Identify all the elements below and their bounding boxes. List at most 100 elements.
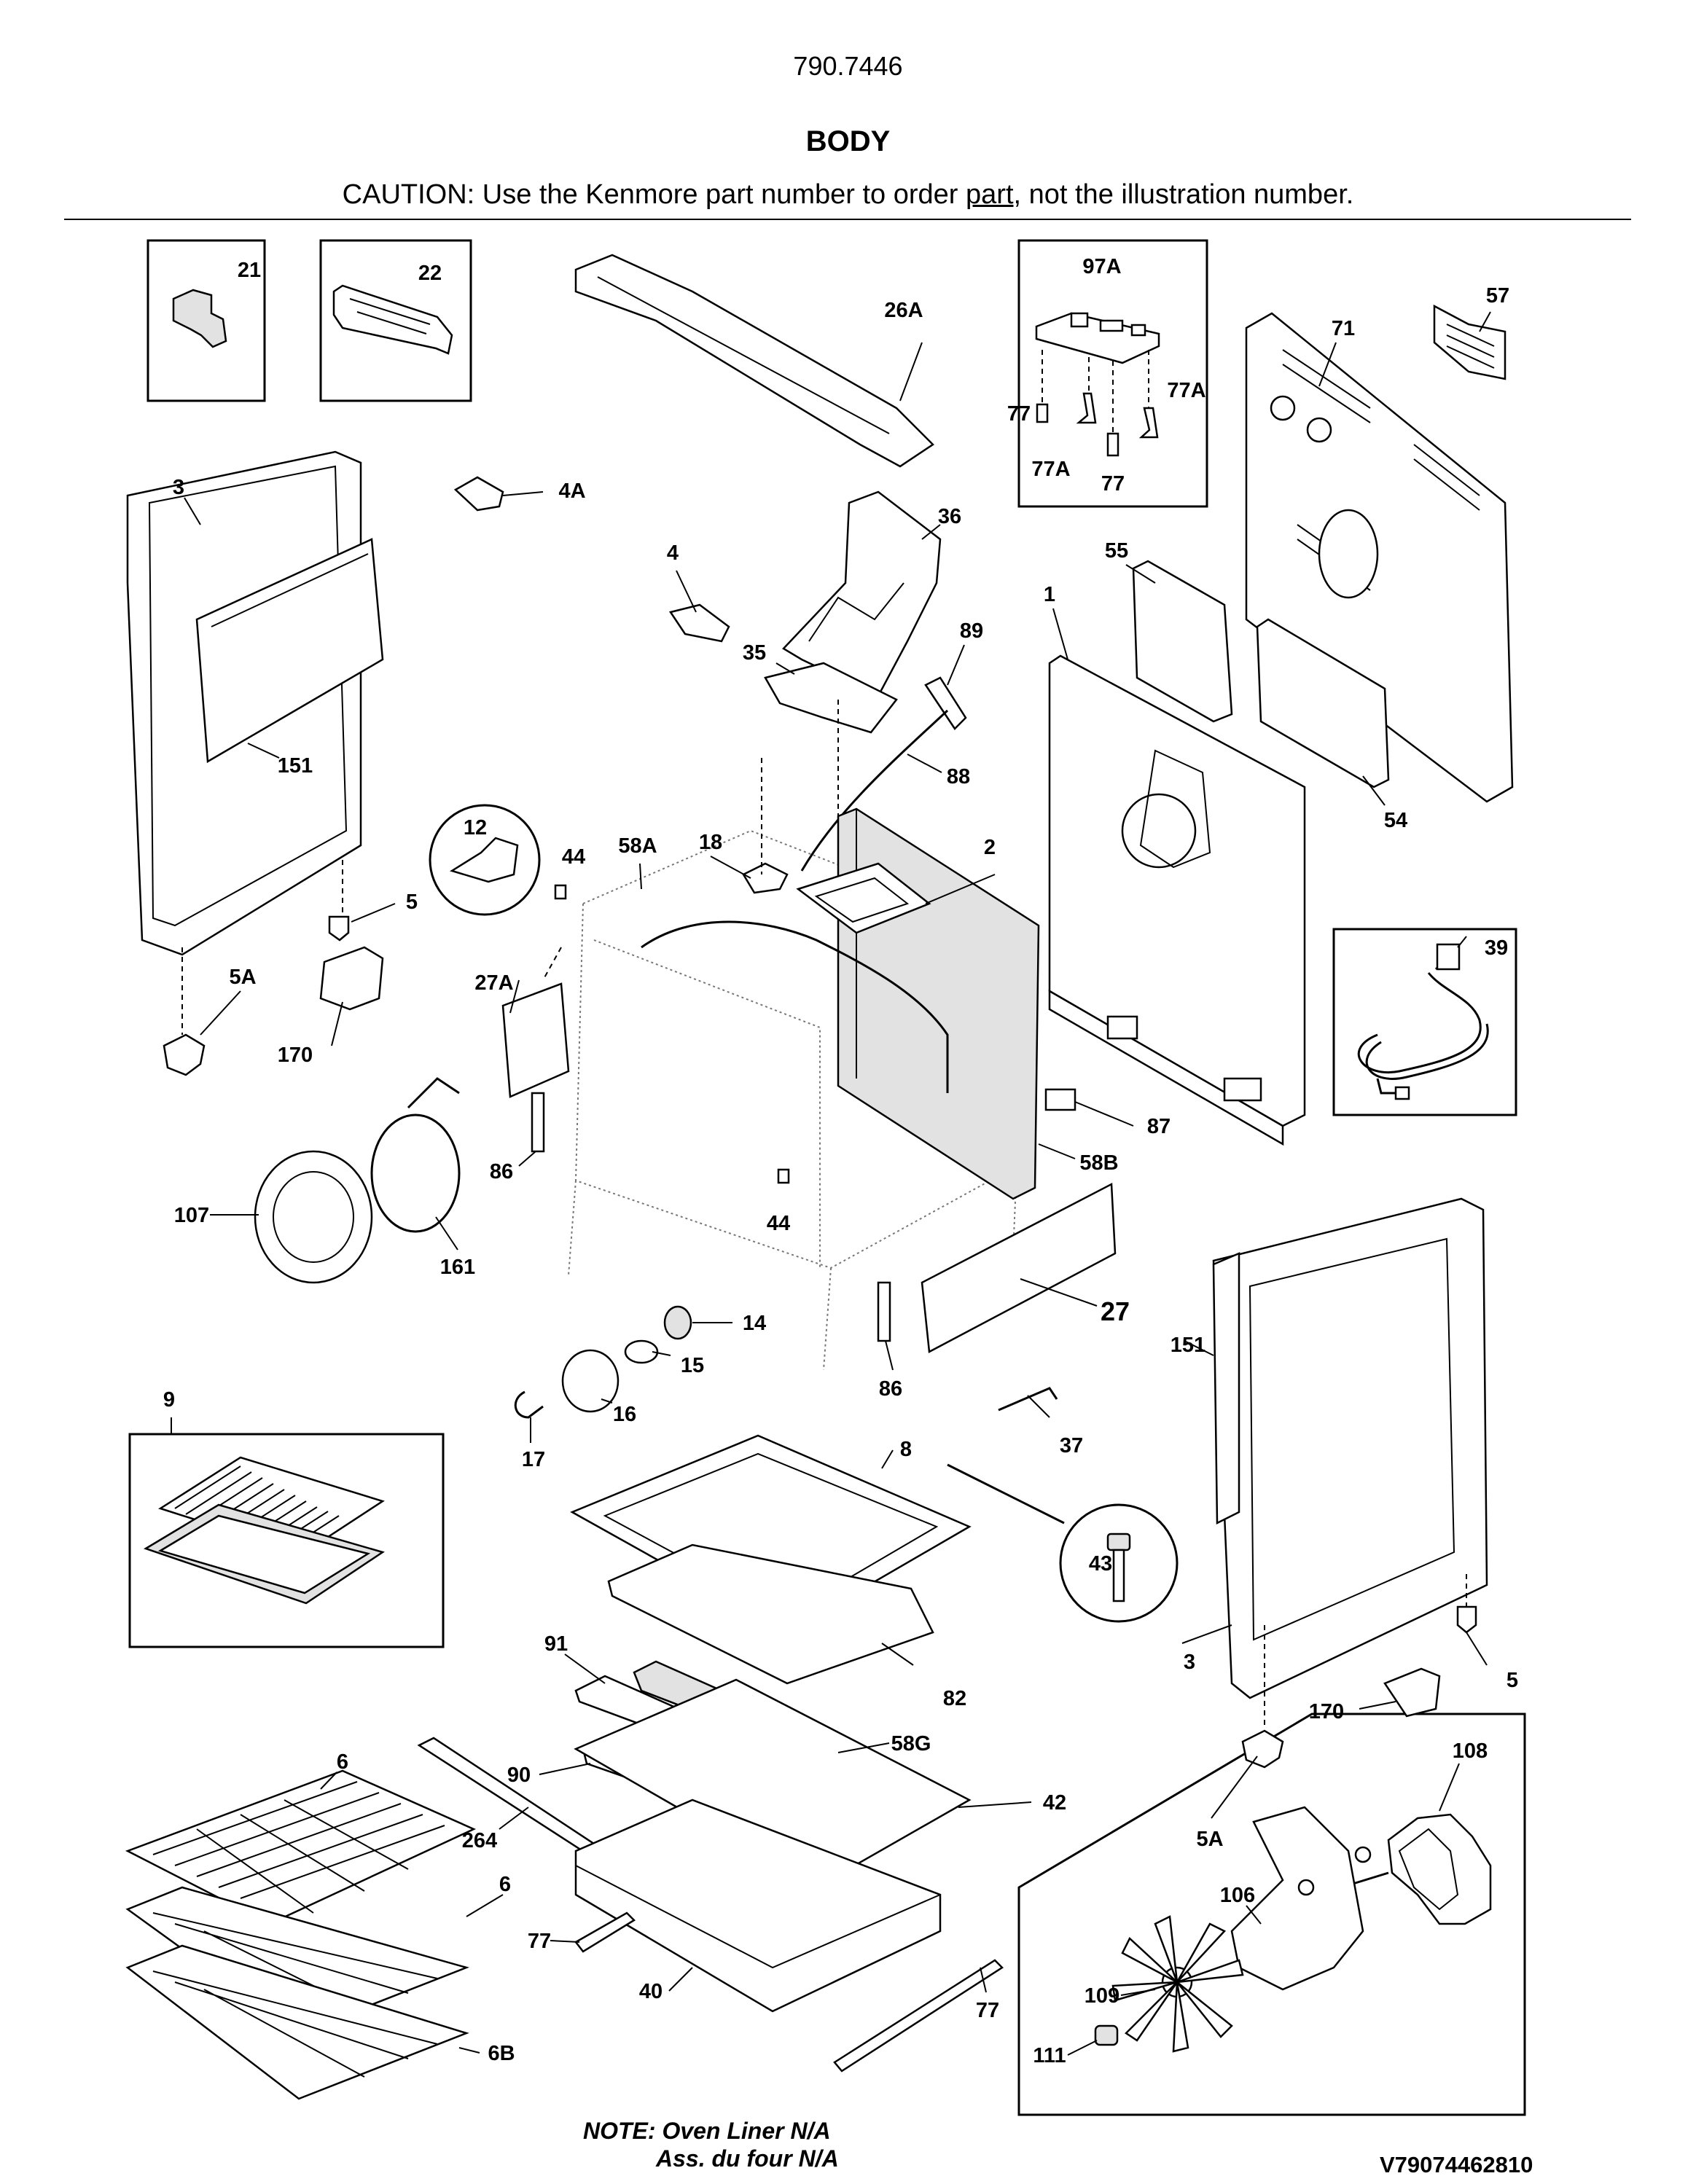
note-line-1: NOTE: Oven Liner N/A: [583, 2118, 831, 2144]
part-label-57: 57: [1486, 284, 1509, 308]
part-label-21: 21: [238, 259, 261, 282]
part-label-3-b: 3: [1184, 1651, 1195, 1674]
rack-6B-lower: [125, 1944, 469, 2100]
element-161: [370, 1077, 461, 1233]
part-label-18: 18: [699, 831, 722, 854]
part-label-9: 9: [163, 1388, 175, 1412]
part-label-77-d: 77: [976, 1999, 999, 2022]
bracket-4: [668, 603, 730, 643]
part-label-151-a: 151: [278, 754, 313, 778]
note: NOTE: Oven Liner N/A Ass. du four N/A: [583, 2117, 839, 2172]
leader-lines: [171, 311, 1491, 2056]
part-label-90: 90: [507, 1764, 531, 1787]
inset-box-108: [1017, 1713, 1526, 2116]
diagram-code: V79074462810: [1380, 2152, 1533, 2177]
shield-36: [782, 490, 942, 697]
insulation-wrap: [641, 920, 949, 1093]
part-label-42: 42: [1043, 1791, 1066, 1815]
part-label-44-b: 44: [767, 1212, 790, 1235]
part-label-6-a: 6: [337, 1750, 348, 1774]
wire-clip-17: [514, 1390, 544, 1419]
part-label-1: 1: [1044, 583, 1055, 606]
part-label-17: 17: [522, 1448, 545, 1471]
part-label-5A-b: 5A: [1196, 1828, 1223, 1851]
part-label-58B: 58B: [1079, 1151, 1118, 1175]
part-label-107: 107: [174, 1204, 209, 1227]
part-label-77-c: 77: [528, 1930, 551, 1953]
part-label-3-a: 3: [173, 476, 184, 499]
caution-link[interactable]: part: [966, 179, 1014, 210]
part-label-26A: 26A: [884, 299, 923, 322]
cover-54: [1256, 618, 1390, 788]
lens-16: [561, 1349, 620, 1413]
fan-cover-107: [254, 1150, 373, 1284]
part-label-40: 40: [639, 1980, 663, 2003]
part-label-88: 88: [947, 765, 970, 788]
shield-82: [607, 1543, 934, 1685]
part-label-58G: 58G: [891, 1732, 931, 1756]
part-label-170-b: 170: [1309, 1700, 1344, 1723]
part-label-111: 111: [1033, 2044, 1066, 2067]
door-3-right: [1212, 1197, 1488, 1699]
part-label-161: 161: [440, 1256, 475, 1279]
part-label-6B: 6B: [488, 2042, 515, 2065]
part-label-82: 82: [943, 1687, 966, 1710]
part-label-27: 27: [1101, 1296, 1130, 1326]
inset-box-21: [146, 239, 266, 402]
part-label-87: 87: [1147, 1115, 1171, 1138]
hinge-receptacle-5A-right: [1241, 1729, 1284, 1769]
part-label-44-a: 44: [562, 845, 585, 869]
part-label-4: 4: [667, 541, 679, 565]
fan-blade: [1111, 1915, 1244, 2053]
part-label-35: 35: [743, 641, 766, 665]
back-panel-71: [1245, 312, 1514, 803]
part-label-36: 36: [938, 505, 961, 528]
part-label-264: 264: [462, 1829, 497, 1852]
note-line-2: Ass. du four N/A: [656, 2145, 839, 2172]
part-label-16: 16: [613, 1403, 636, 1426]
clip-44-lower: [777, 1168, 790, 1184]
part-label-77-b: 77: [1101, 472, 1125, 496]
header-rule: [64, 219, 1631, 220]
clip-4A: [453, 476, 504, 512]
inset-box-9: [128, 1433, 445, 1648]
caution-text: CAUTION: Use the Kenmore part number to …: [0, 179, 1696, 211]
part-label-170-a: 170: [278, 1044, 313, 1067]
thermostat-detail-12: [429, 804, 541, 916]
probe-37: [998, 1387, 1058, 1412]
part-label-6-b: 6: [499, 1873, 511, 1896]
plate-35: [764, 662, 898, 734]
part-label-43: 43: [1089, 1552, 1112, 1576]
part-label-8: 8: [900, 1438, 912, 1461]
part-label-27A: 27A: [474, 971, 513, 995]
part-label-108: 108: [1453, 1739, 1488, 1763]
lower-panel-1: [1048, 989, 1284, 1146]
screw-detail-43: [1059, 1503, 1179, 1623]
part-label-151-b: 151: [1171, 1334, 1205, 1357]
grille-57: [1433, 304, 1507, 380]
part-labels: 21 22 26A 97A 57 71 77 77A 77A 77 3 4A 3…: [163, 255, 1518, 2067]
caution-after: , not the illustration number.: [1013, 179, 1354, 210]
part-label-37: 37: [1060, 1434, 1083, 1457]
part-label-106: 106: [1220, 1884, 1255, 1907]
part-label-2: 2: [984, 836, 996, 859]
shield-55: [1132, 560, 1233, 723]
part-label-71: 71: [1332, 317, 1355, 340]
inner-panel-151-left: [195, 538, 384, 764]
side-rail-27A: [501, 982, 570, 1098]
terminal-block-87: [1044, 1088, 1076, 1111]
plate-2: [796, 862, 931, 934]
part-label-89: 89: [960, 619, 983, 643]
bracket-26A: [574, 254, 934, 468]
hinge-170-left: [319, 946, 384, 1011]
part-label-5-b: 5: [1507, 1669, 1518, 1692]
part-label-4A: 4A: [558, 480, 585, 503]
part-label-12: 12: [464, 816, 487, 839]
inset-box-22: [319, 239, 472, 402]
inner-panel-151-right: [1212, 1252, 1240, 1525]
part-label-5-a: 5: [406, 891, 418, 914]
clip-44-upper: [554, 884, 567, 900]
part-label-91: 91: [544, 1632, 568, 1656]
part-label-109: 109: [1085, 1984, 1119, 2008]
